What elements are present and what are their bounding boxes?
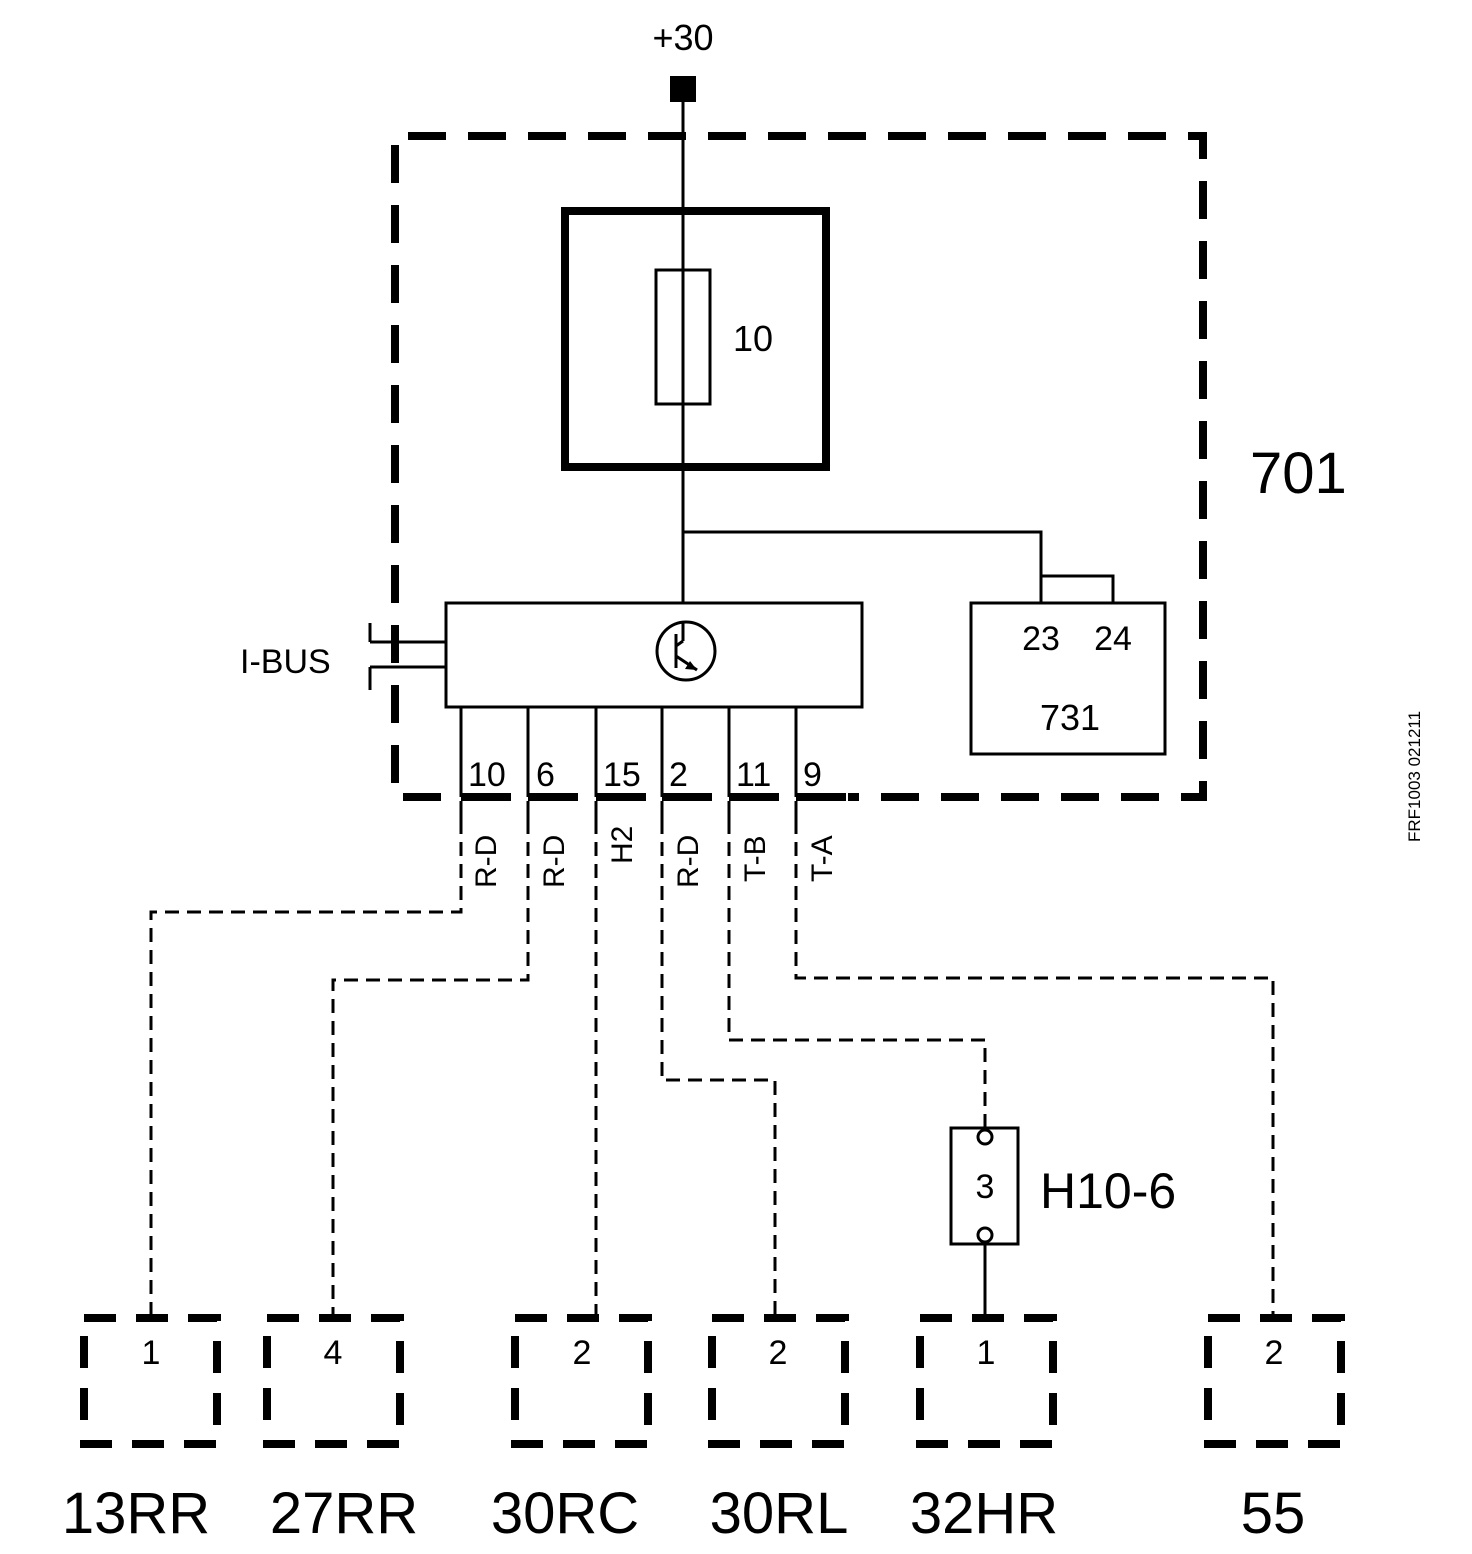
- splice-top-pin-icon: [976, 1128, 994, 1146]
- module-731-pin-24: 24: [1094, 620, 1132, 658]
- connector-pin: 1: [977, 1334, 996, 1372]
- module-731-label: 731: [1040, 697, 1100, 738]
- splice-pin: 3: [976, 1168, 995, 1206]
- wire-runs: [149, 820, 1275, 1318]
- connector-pin: 2: [769, 1334, 788, 1372]
- pin-terminals: [461, 793, 846, 801]
- splice-h10-6: [949, 1126, 1020, 1246]
- connector-pin: 2: [573, 1334, 592, 1372]
- module-731: [969, 601, 1167, 756]
- connector-30rc: [511, 1314, 652, 1448]
- wire-color-pin-10: R-D: [470, 835, 503, 888]
- control-unit-label: 701: [1250, 441, 1347, 506]
- wire-to-13rr: [149, 820, 463, 1318]
- connector-pin: 2: [1265, 1334, 1284, 1372]
- supply-label: +30: [652, 17, 713, 58]
- fuse-rating: 10: [733, 318, 773, 359]
- supply-terminal: [670, 76, 696, 102]
- connector-label-30rl: 30RL: [710, 1481, 849, 1546]
- wire-to-27rr: [331, 820, 530, 1318]
- i-bus-label: I-BUS: [240, 643, 331, 681]
- wire-to-30rl: [660, 820, 777, 1318]
- connector-13rr: [80, 1314, 221, 1448]
- i-bus-connection: [368, 623, 446, 690]
- transistor-icon: [655, 620, 717, 682]
- pin-number-11: 11: [736, 756, 771, 794]
- connector-32hr: [916, 1314, 1057, 1448]
- pin-number-2: 2: [669, 756, 688, 794]
- branch-to-731: [683, 530, 1043, 603]
- splice-label: H10-6: [1040, 1163, 1176, 1219]
- wire-drops: [459, 801, 798, 820]
- splice-bottom-pin-icon: [976, 1226, 994, 1244]
- connector-label-55: 55: [1241, 1481, 1306, 1546]
- connector-label-32hr: 32HR: [910, 1481, 1058, 1546]
- connector-pin: 4: [324, 1334, 343, 1372]
- connector-pin: 1: [142, 1334, 161, 1372]
- connector-label-27rr: 27RR: [270, 1481, 418, 1546]
- pin-number-6: 6: [536, 756, 555, 794]
- electronic-unit: [444, 601, 864, 709]
- connector-boxes: [80, 1314, 1345, 1448]
- connector-label-30rc: 30RC: [491, 1481, 639, 1546]
- wire-color-pin-11: T-B: [739, 835, 772, 882]
- control-unit-701-boundary: [391, 132, 1207, 801]
- connector-label-13rr: 13RR: [62, 1481, 210, 1546]
- wire-color-pin-15: H2: [606, 826, 639, 864]
- connector-30rl: [708, 1314, 849, 1448]
- reference-code: FRF1003 021211: [1405, 711, 1424, 842]
- link-23-24: [1041, 574, 1115, 603]
- pin-number-9: 9: [803, 756, 822, 794]
- pin-stubs: [459, 707, 798, 797]
- wire-to-h10-6: [727, 820, 987, 1128]
- wire-color-pin-9: T-A: [806, 835, 839, 882]
- connector-27rr: [263, 1314, 404, 1448]
- pin-number-15: 15: [603, 756, 641, 794]
- wire-to-55: [794, 820, 1275, 1318]
- wire-color-pin-2: R-D: [672, 835, 705, 888]
- connector-55: [1204, 1314, 1345, 1448]
- module-731-pin-23: 23: [1022, 620, 1060, 658]
- pin-number-10: 10: [468, 756, 506, 794]
- fuse-holder: [561, 207, 830, 471]
- wire-color-pin-6: R-D: [538, 835, 571, 888]
